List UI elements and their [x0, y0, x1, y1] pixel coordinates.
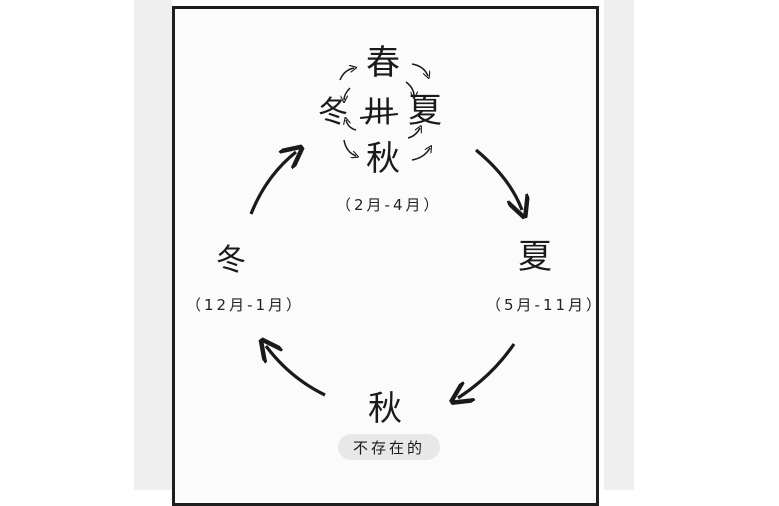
small-arrow-3 [405, 81, 414, 96]
right-side-band [604, 0, 634, 490]
center-struck-label: 卅 [364, 98, 394, 128]
small-arrow-8 [346, 120, 357, 131]
arrow-summer-to-autumn [458, 343, 516, 398]
diagram-panel [172, 6, 599, 506]
summer-label: 夏 [518, 237, 552, 277]
arrow-spring-to-summer [474, 148, 522, 210]
center-spring-label: 春 [366, 43, 400, 83]
small-arrow-2 [411, 63, 428, 76]
arrow-winter-to-spring [249, 152, 296, 215]
small-arrow-4 [344, 87, 351, 100]
small-arrow-7 [407, 128, 420, 139]
center-range-label: （2月-4月） [336, 196, 442, 214]
struck-glyph: 卅 [364, 95, 394, 130]
center-autumn-label: 秋 [366, 139, 400, 179]
small-arrow-6 [411, 148, 430, 161]
winter-label: 冬 [216, 243, 246, 278]
center-summer-label: 夏 [408, 91, 442, 131]
autumn-label: 秋 [368, 389, 402, 429]
center-winter-label: 冬 [318, 95, 348, 130]
not-exist-tag: 不存在的 [338, 434, 440, 460]
left-side-band [134, 0, 172, 490]
winter-range-label: （12月-1月） [186, 296, 305, 314]
summer-range-label: （5月-11月） [486, 296, 605, 314]
arrow-autumn-to-winter [266, 346, 326, 397]
small-arrow-5 [343, 139, 356, 156]
cycle-arrows [249, 63, 779, 490]
small-arrow-1 [339, 68, 354, 81]
